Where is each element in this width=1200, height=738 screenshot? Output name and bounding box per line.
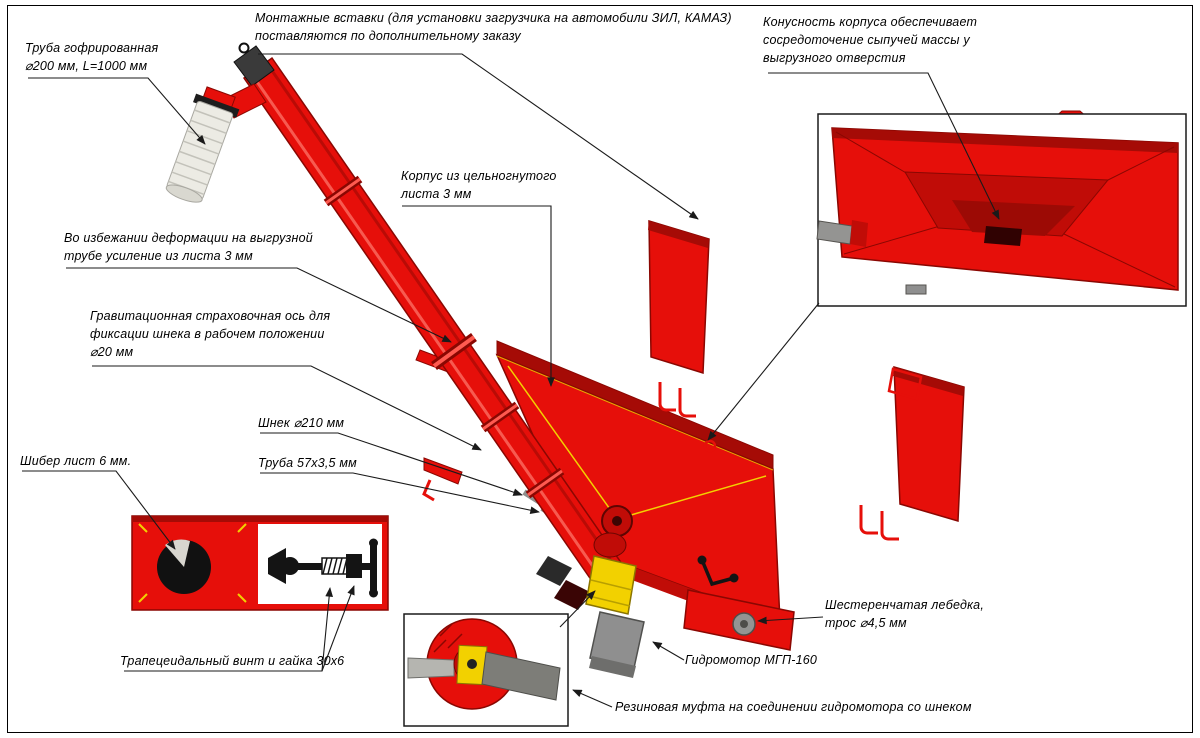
t-handle-knob-bottom	[369, 588, 378, 598]
lifting-eye	[703, 439, 717, 453]
leader-safety-axle	[92, 365, 482, 451]
auger-hub	[593, 532, 627, 558]
winch-cable-left	[507, 365, 613, 513]
auger-flight-1	[536, 556, 572, 586]
discharge-opening	[984, 226, 1022, 246]
t-handle-knob-top	[369, 538, 378, 548]
leader-body-taper	[768, 72, 1000, 220]
auger-shaft-section	[407, 657, 455, 679]
label-gate: Шибер лист 6 мм.	[20, 454, 132, 468]
label-body-sheet: Корпус из цельногнутого листа 3 мм	[401, 169, 557, 201]
winch-cable-right	[623, 475, 767, 518]
crank-joint	[729, 573, 739, 583]
leader-coupling	[572, 689, 613, 708]
interior-rim	[832, 128, 1178, 153]
pipe-mouth	[165, 184, 203, 203]
drive-assembly	[585, 532, 645, 678]
tube-hook	[422, 479, 435, 502]
pipe-ribs	[168, 109, 231, 196]
upper-bearing-housing	[233, 45, 275, 87]
hydromotor-cap	[589, 656, 636, 678]
label-safety-axle: Гравитационная страховочная ось для фикс…	[90, 309, 331, 359]
leader-tube-57	[260, 472, 540, 514]
crank-knob	[697, 555, 707, 565]
tube-bracket-lower	[423, 457, 463, 485]
leader-coupling-inset	[559, 590, 596, 628]
label-rubber-coupling: Резиновая муфта на соединении гидромотор…	[615, 700, 972, 714]
screw-nut	[346, 554, 362, 578]
panel-2-hook-a	[859, 505, 878, 535]
leader-winch	[757, 616, 824, 625]
hopper-rim-seam	[496, 355, 774, 471]
tube-flanges	[323, 175, 565, 499]
leader-mounting-inserts	[258, 53, 699, 220]
leader-screw-b	[321, 585, 355, 672]
shaft-center	[467, 659, 477, 669]
tube-highlight	[249, 72, 603, 579]
detail-gate	[131, 515, 389, 611]
mounting-insert-panel-2	[859, 365, 965, 541]
label-auger: Шнек ⌀210 мм	[258, 416, 345, 430]
panel-1-hook-b	[678, 388, 696, 418]
tube-shadow	[264, 61, 618, 569]
gate-screw-mechanism	[268, 538, 378, 598]
label-mounting-inserts: Монтажные вставки (для установки загрузч…	[255, 11, 732, 43]
interior-pipe-flange	[850, 220, 868, 247]
upper-hook	[238, 42, 250, 54]
mounting-insert-panel-1	[648, 219, 710, 418]
leader-inset-view	[707, 302, 820, 441]
label-tube-57: Труба 57x3,5 мм	[258, 456, 357, 470]
screw-shaft	[298, 563, 324, 570]
label-trapezoidal-screw: Трапецеидальный винт и гайка 30x6	[120, 654, 345, 668]
screw-chuck	[268, 548, 286, 584]
label-corrugated-pipe: Труба гофрированная ⌀200 мм, L=1000 мм	[25, 41, 159, 73]
leader-gate	[22, 470, 176, 550]
gate-weld-marks	[138, 523, 247, 603]
gate-plate-edge	[132, 516, 388, 522]
label-reinforcement: Во избежании деформации на выгрузной тру…	[64, 231, 313, 263]
cable-pulley-hub	[612, 516, 622, 526]
gear-winch	[683, 555, 795, 651]
coupling-rib-1	[590, 579, 633, 591]
inset-hopper-interior	[816, 110, 1187, 307]
panel-1-hook-a	[658, 382, 676, 412]
label-winch: Шестеренчатая лебедка, трос ⌀4,5 мм	[825, 598, 984, 630]
corrugated-pipe	[165, 86, 240, 203]
leader-corrugated-pipe	[28, 77, 206, 145]
winch-crank	[700, 559, 735, 587]
screw-shaft-2	[362, 563, 374, 570]
interior-foot	[905, 284, 927, 295]
leader-hydromotor	[652, 641, 685, 661]
coupling-rib-2	[588, 595, 631, 607]
detail-coupling	[403, 613, 569, 727]
leader-reinforcement	[66, 267, 452, 343]
motor-shaft-section	[481, 651, 561, 701]
label-body-taper: Конусность корпуса обеспечивает сосредот…	[763, 15, 978, 65]
screw-collar	[281, 557, 299, 575]
auger-flight-2	[554, 580, 590, 610]
label-hydromotor: Гидромотор МГП-160	[685, 653, 818, 667]
panel-2-bracket	[887, 367, 923, 401]
interior-edges	[835, 131, 1176, 288]
winch-drum-axle	[740, 620, 748, 628]
t-handle	[370, 545, 377, 591]
thread-ticks	[322, 557, 348, 575]
panel-2-hook-b	[880, 511, 899, 541]
housing-hatch	[433, 623, 463, 653]
panel-1-edge	[648, 221, 709, 248]
leader-auger	[260, 432, 523, 496]
interior-cone-deep	[952, 200, 1075, 236]
leader-lines	[22, 53, 1000, 708]
leader-body-sheet	[402, 205, 555, 387]
